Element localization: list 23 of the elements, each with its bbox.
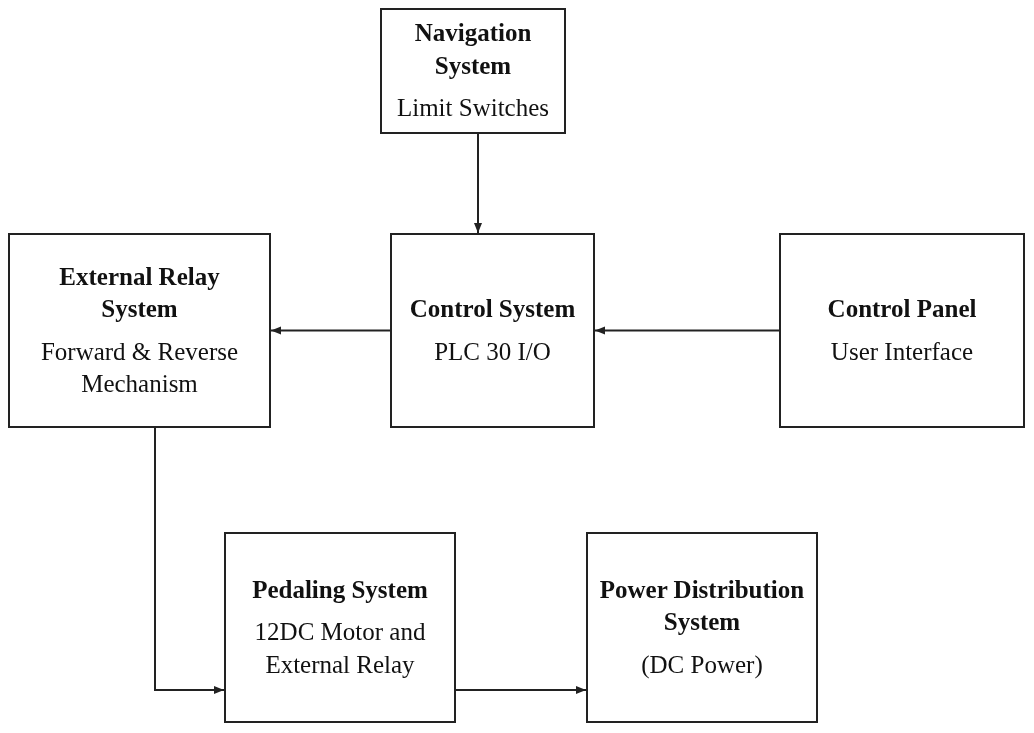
system-box <box>8 233 271 428</box>
system-box <box>390 233 595 428</box>
system-box <box>224 532 456 723</box>
arrow <box>474 133 482 234</box>
box-heading: Control Panel <box>827 294 977 324</box>
box-description: User Interface <box>830 336 974 367</box>
system-box <box>779 233 1025 428</box>
arrow <box>270 326 391 335</box>
box-heading: Power Distribution System <box>598 574 806 638</box>
box-heading: External Relay System <box>58 261 221 324</box>
box-description: Forward & Reverse Mechanism <box>39 336 240 399</box>
box-heading: Navigation System <box>413 18 533 81</box>
arrow <box>455 686 587 694</box>
box-description: Limit Switches <box>396 93 550 124</box>
system-box <box>380 8 566 134</box>
box-heading: Control System <box>409 294 576 324</box>
arrow <box>154 427 225 694</box>
box-heading: Pedaling System <box>252 574 428 605</box>
box-description: 12DC Motor and External Relay <box>253 617 427 680</box>
arrow <box>594 326 780 335</box>
box-description: PLC 30 I/O <box>434 336 551 367</box>
box-description: (DC Power) <box>641 649 763 681</box>
system-box <box>586 532 818 723</box>
